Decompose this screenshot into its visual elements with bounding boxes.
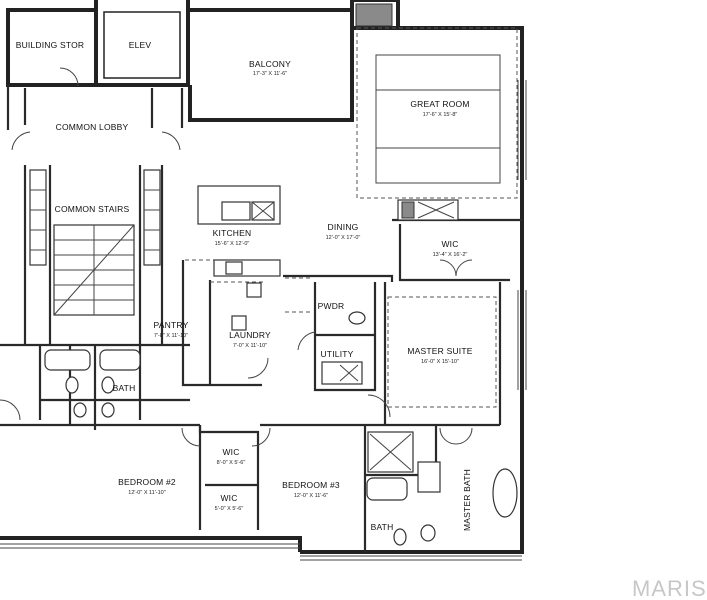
label-pwdr: PWDR [318,301,345,311]
label-common-lobby: COMMON LOBBY [56,122,129,132]
label-dining: DINING [328,222,359,232]
dims-wic-a: 8'-0" X 5'-6" [217,460,246,466]
label-balcony: BALCONY [249,59,291,69]
label-master-bath: MASTER BATH [462,469,472,531]
label-utility: UTILITY [320,349,353,359]
label-building-stor: BUILDING STOR [16,40,85,50]
label-bath-hall: BATH [113,383,136,393]
label-kitchen: KITCHEN [213,228,252,238]
label-wic-master: WIC [441,239,458,249]
kitchen-island [197,185,281,225]
label-bedroom-2: BEDROOM #2 [118,477,176,487]
dims-kitchen: 15'-6" X 12'-0" [215,241,250,247]
label-wic-a: WIC [222,447,239,457]
kitchen-counter [213,259,281,277]
ceiling-lines [185,27,518,408]
label-wic-b: WIC [220,493,237,503]
dims-pantry: 7'-8" X 11'-10" [154,333,188,339]
exterior-walls [0,0,524,554]
stairs [53,224,135,316]
washer [246,282,262,298]
interior-walls [0,85,522,552]
dryer [231,315,247,331]
watermark: MARIS [632,576,707,600]
label-laundry: LAUNDRY [229,330,271,340]
windows [0,80,527,561]
dims-dining: 12'-0" X 17'-0" [326,235,361,241]
door-swings [0,67,473,447]
label-elev: ELEV [129,40,152,50]
label-great-room: GREAT ROOM [410,99,469,109]
label-bath-lower: BATH [371,522,394,532]
dims-bedroom-3: 12'-0" X 11'-6" [294,493,328,499]
label-common-stairs: COMMON STAIRS [55,204,130,214]
roof-vent [355,3,393,27]
dims-master-suite: 16'-0" X 15'-10" [421,359,459,365]
label-bedroom-3: BEDROOM #3 [282,480,340,490]
elevator-shaft [103,11,181,79]
dims-great-room: 17'-6" X 15'-8" [423,112,458,118]
room-labels: BUILDING STOR ELEV BALCONY 17'-3" X 11'-… [16,40,473,532]
dims-wic-b: 5'-0" X 5'-6" [215,506,244,512]
dims-laundry: 7'-0" X 11'-10" [233,343,267,349]
dims-bedroom-2: 12'-0" X 11'-10" [128,490,165,496]
bath-fixtures [44,311,518,546]
label-master-suite: MASTER SUITE [407,346,472,356]
shelving [29,169,161,266]
dims-balcony: 17'-3" X 11'-6" [253,71,287,77]
dims-wic-master: 13'-4" X 16'-2" [433,252,468,258]
label-pantry: PANTRY [154,320,189,330]
